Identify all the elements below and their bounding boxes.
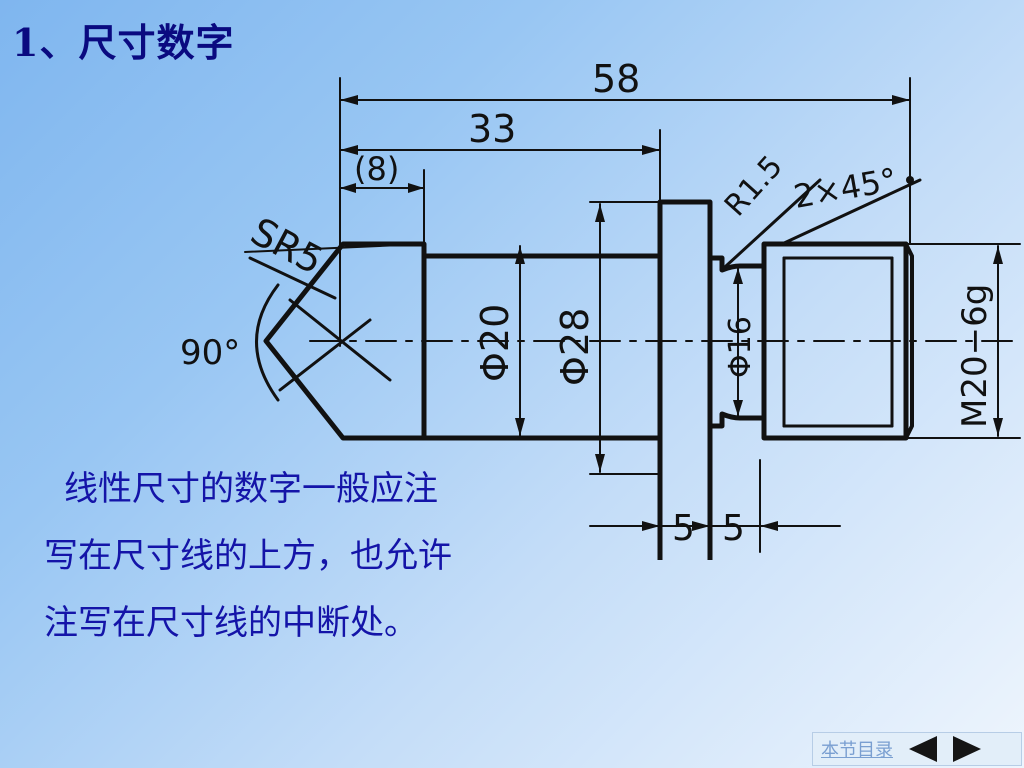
- sr-leader: [248, 256, 337, 300]
- technical-drawing: 58 33 (8) SR5 90° Φ20 Φ28 Φ16 R1.5 2×45°…: [160, 60, 1024, 560]
- dim-phi28: Φ28: [553, 308, 597, 386]
- dim-8: (8): [354, 150, 399, 188]
- triangle-right-icon[interactable]: [953, 736, 981, 762]
- chamfer-leader: [780, 178, 922, 246]
- collar-outline: [421, 253, 663, 441]
- toc-link[interactable]: 本节目录: [821, 740, 893, 761]
- slide-title: 1、尺寸数字: [12, 20, 235, 65]
- angle-arc: [255, 283, 280, 402]
- body-text: 线性尺寸的数字一般应注写在尺寸线的上方，也允许注写在尺寸线的中断处。: [44, 469, 452, 643]
- triangle-left-icon[interactable]: [909, 736, 937, 762]
- dim-thread: M20−6g: [955, 284, 995, 428]
- dim-33: 33: [468, 107, 516, 151]
- dim-phi16: Φ16: [723, 316, 758, 378]
- dim-5-right: 5: [722, 508, 745, 549]
- slide-nav-bar: 本节目录: [812, 732, 1022, 766]
- fillet-leader: [724, 178, 822, 268]
- dim-5-left: 5: [672, 508, 695, 549]
- dim-r15: R1.5: [718, 149, 790, 223]
- cross-line-b: [278, 318, 372, 392]
- dim-chamfer: 2×45°: [791, 160, 900, 215]
- dim-sr5: SR5: [244, 209, 331, 283]
- flange: [657, 199, 713, 560]
- dim-58: 58: [592, 60, 640, 101]
- dim-phi20: Φ20: [473, 304, 517, 382]
- drawing-svg: 58 33 (8) SR5 90° Φ20 Φ28 Φ16 R1.5 2×45°…: [180, 60, 1021, 560]
- dim-angle: 90°: [180, 333, 240, 373]
- cone-line-top: [244, 243, 425, 253]
